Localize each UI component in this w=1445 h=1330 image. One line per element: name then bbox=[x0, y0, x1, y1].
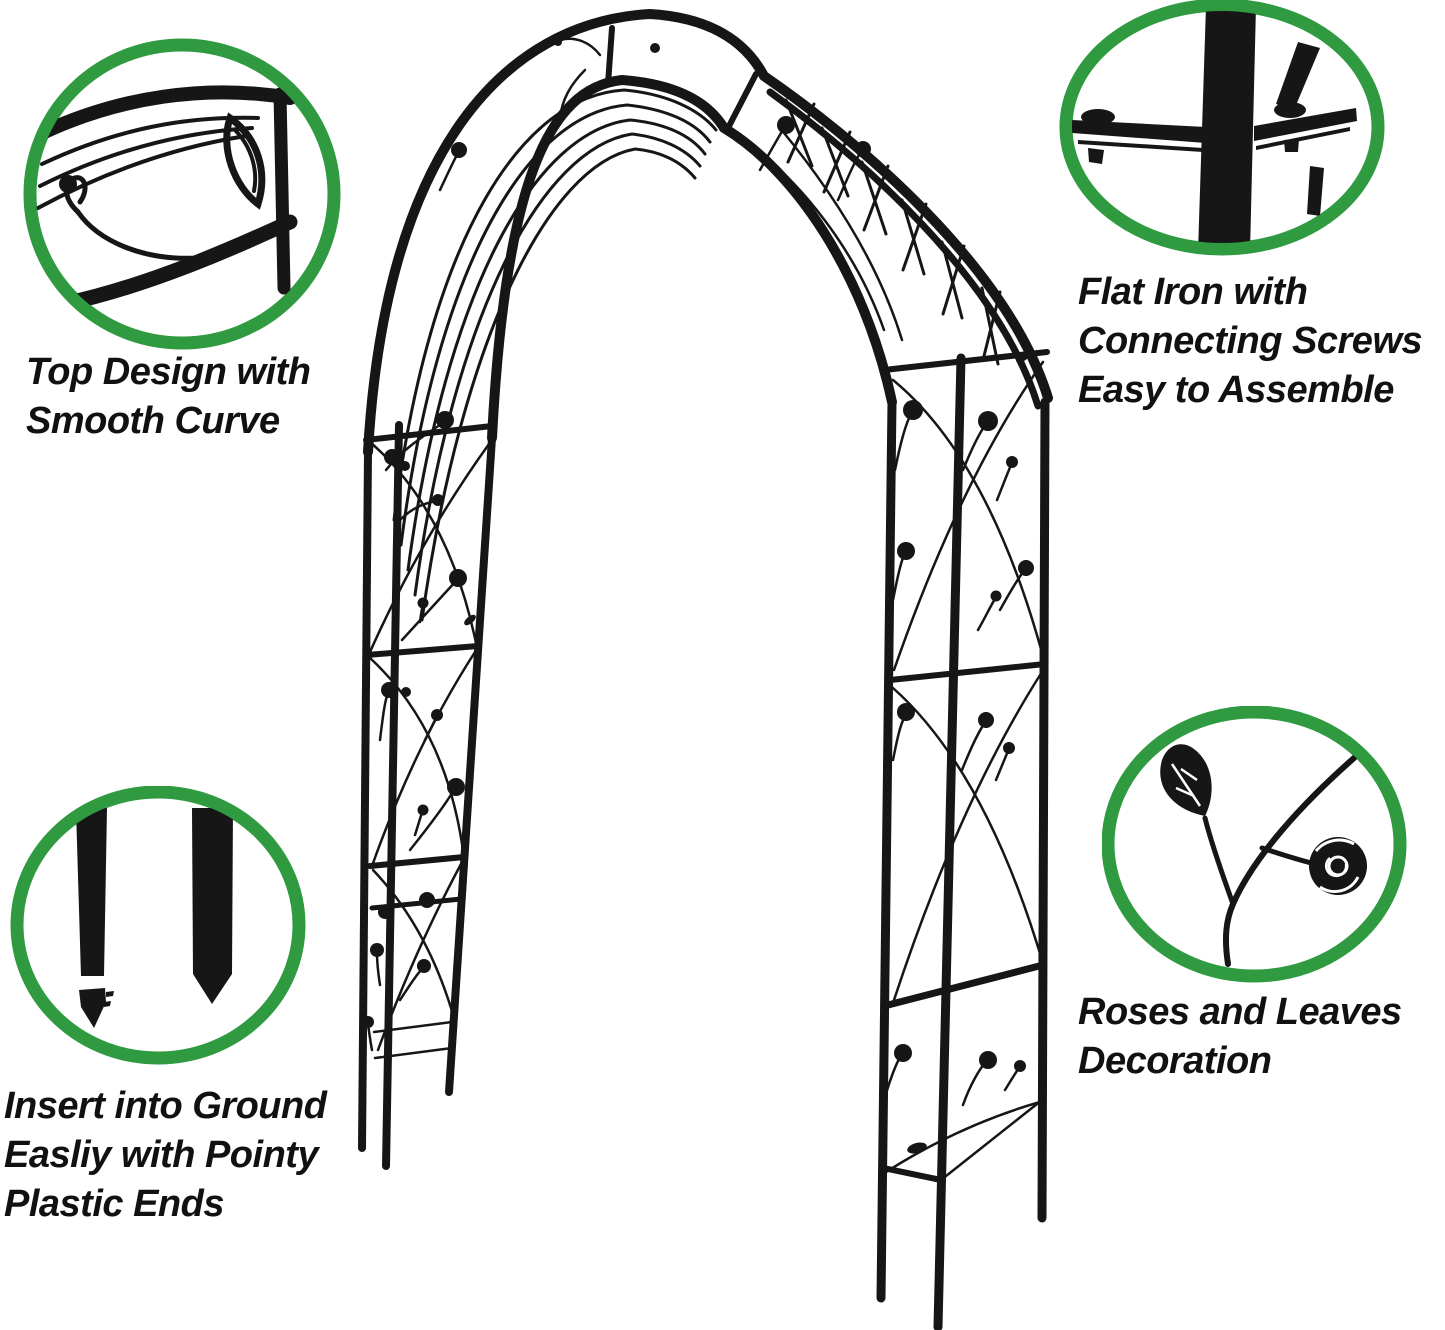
caption-line: Easliy with Pointy bbox=[4, 1134, 319, 1176]
caption-line: Connecting Screws bbox=[1078, 320, 1423, 362]
caption-line: Decoration bbox=[1078, 1040, 1272, 1082]
callout-ground-stakes-circle bbox=[10, 786, 306, 1065]
caption-ground-stakes: Insert into Ground Easliy with Pointy Pl… bbox=[4, 1082, 327, 1229]
arch-top-curve-detail-icon bbox=[36, 85, 298, 312]
caption-line: Roses and Leaves bbox=[1078, 991, 1402, 1033]
braid-lattice bbox=[742, 98, 1002, 366]
rose-and-leaf-detail-icon bbox=[1160, 744, 1367, 967]
caption-line: Insert into Ground bbox=[4, 1085, 327, 1127]
caption-line: Plastic Ends bbox=[4, 1183, 224, 1225]
callout-flat-iron-circle bbox=[1059, 0, 1385, 256]
caption-line: Flat Iron with bbox=[1078, 271, 1308, 313]
caption-line: Smooth Curve bbox=[26, 400, 280, 442]
corner-joint-detail-icon bbox=[1072, 11, 1357, 243]
left-pillar bbox=[358, 421, 496, 1170]
green-ring-icon bbox=[10, 786, 306, 1065]
callout-roses-circle bbox=[1102, 706, 1407, 983]
caption-top-curve: Top Design with Smooth Curve bbox=[26, 348, 311, 446]
rose-vine-stems bbox=[366, 37, 1026, 1107]
caption-line: Easy to Assemble bbox=[1078, 369, 1394, 411]
caption-roses: Roses and Leaves Decoration bbox=[1078, 988, 1402, 1086]
callout-top-curve-circle bbox=[23, 38, 341, 350]
caption-line: Top Design with bbox=[26, 351, 311, 393]
pointed-stakes-detail-icon bbox=[76, 808, 233, 1028]
right-pillar bbox=[876, 349, 1050, 1330]
arch-ribs bbox=[363, 8, 1053, 457]
caption-flat-iron: Flat Iron with Connecting Screws Easy to… bbox=[1078, 268, 1423, 415]
rose-blossoms bbox=[362, 38, 1034, 1154]
